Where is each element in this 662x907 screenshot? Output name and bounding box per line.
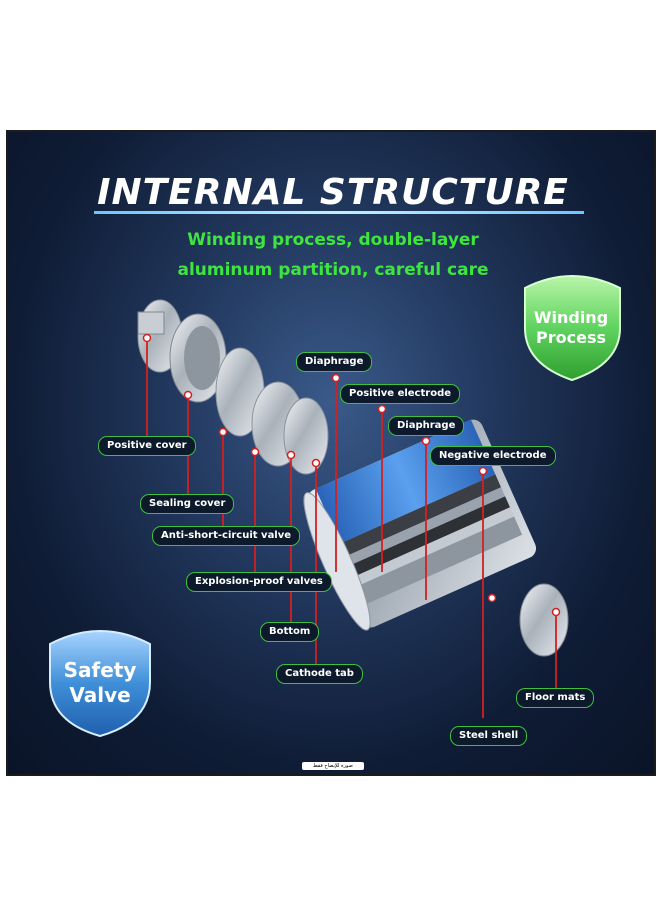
label-anti-short-circuit-valve: Anti-short-circuit valve (152, 526, 301, 546)
subtitle-line-1: Winding process, double-layer (187, 230, 479, 250)
safety-valve-line-1: Safety (63, 658, 137, 682)
label-positive-cover: Positive cover (98, 436, 196, 456)
leader-dots (142, 333, 561, 617)
label-explosion-proof-valves: Explosion-proof valves (186, 572, 332, 592)
battery-exploded-diagram (49, 275, 621, 738)
safety-valve-badge (49, 630, 151, 738)
footnote: صورة للإيضاح فقط (302, 762, 364, 770)
sealing-cover-part (169, 313, 227, 403)
label-cathode-tab: Cathode tab (276, 664, 363, 684)
label-negative-electrode: Negative electrode (430, 446, 556, 466)
subtitle-line-2: aluminum partition, careful care (177, 260, 489, 280)
label-positive-electrode: Positive electrode (340, 384, 461, 404)
title-underline (94, 211, 584, 214)
label-floor-mats: Floor mats (516, 688, 595, 708)
floor-mat-part (519, 583, 569, 657)
winding-process-line-1: Winding (533, 308, 609, 327)
winding-process-line-2: Process (536, 328, 606, 347)
winding-process-text: Winding Process (516, 308, 626, 348)
winding-process-badge (524, 275, 621, 382)
page-title: INTERNAL STRUCTURE (97, 172, 569, 213)
safety-valve-line-2: Valve (69, 683, 131, 707)
label-steel-shell: Steel shell (450, 726, 528, 746)
label-diaphrage-top: Diaphrage (296, 352, 373, 372)
label-sealing-cover: Sealing cover (140, 494, 235, 514)
safety-valve-text: Safety Valve (52, 658, 148, 708)
poster: INTERNAL STRUCTURE Winding process, doub… (6, 130, 656, 776)
label-diaphrage-mid: Diaphrage (388, 416, 465, 436)
label-bottom: Bottom (260, 622, 320, 642)
